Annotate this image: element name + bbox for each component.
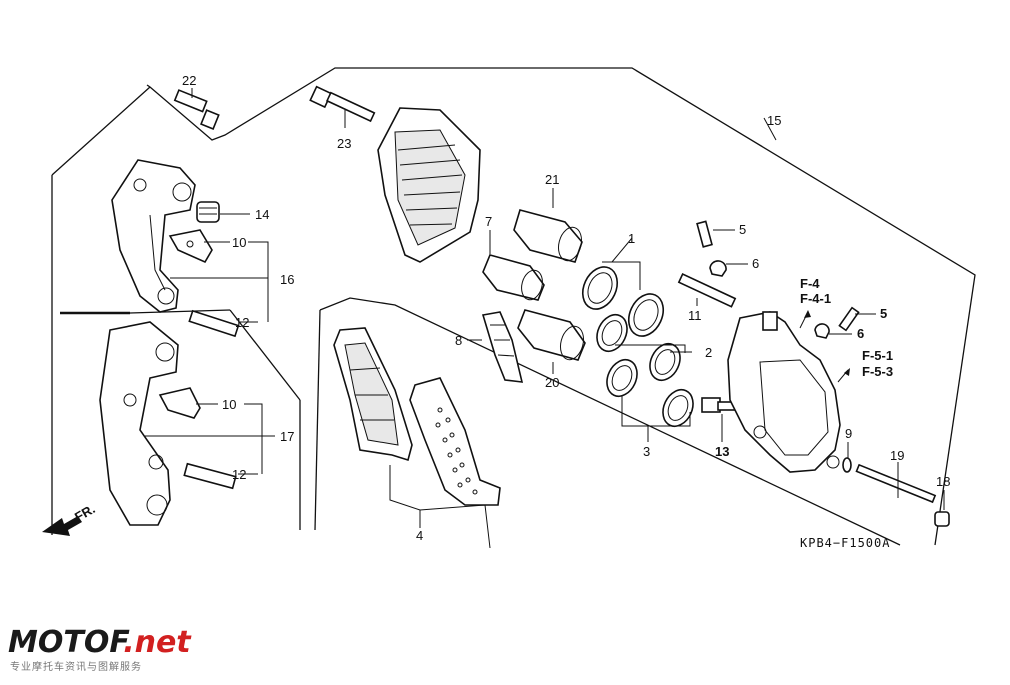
pin-12-lower	[183, 462, 237, 490]
piston-21	[513, 209, 583, 263]
bolt-22	[173, 89, 220, 131]
ref-arrows	[799, 310, 850, 383]
piston-7	[482, 254, 545, 301]
clip-10-lower	[158, 387, 201, 419]
callout-8: 8	[455, 333, 462, 348]
callout-labels: 22 23 15 21 7 14 10 16 12 10 17 12 8 20 …	[182, 73, 950, 543]
piston-20	[517, 309, 586, 361]
clip-10-upper	[168, 229, 213, 264]
callout-6-upper: 6	[752, 256, 759, 271]
callout-11: 11	[688, 308, 702, 323]
caliper-cover	[377, 107, 481, 263]
ref-f5-1: F-5-1	[862, 348, 893, 363]
bolt-13	[701, 397, 737, 413]
seal-set-3	[606, 358, 694, 428]
callout-10-lower: 10	[222, 397, 236, 412]
callout-16: 16	[280, 272, 294, 287]
bracket-upper	[111, 159, 196, 313]
cap-6-upper	[709, 260, 727, 277]
callout-23: 23	[337, 136, 351, 151]
callout-18: 18	[936, 474, 950, 489]
callout-9: 9	[845, 426, 852, 441]
pin-12-upper	[188, 309, 240, 338]
cap-6-lower	[814, 323, 830, 339]
front-arrow: FR.	[42, 501, 98, 536]
callout-19: 19	[890, 448, 904, 463]
assembly-outline	[51, 67, 976, 546]
leader-lines	[145, 88, 945, 549]
callout-22: 22	[182, 73, 196, 88]
brake-pad-4a	[333, 327, 413, 462]
callout-5-upper: 5	[739, 222, 746, 237]
diagram-code: KPB4−F1500A	[800, 536, 890, 550]
ref-f5-3: F-5-3	[862, 364, 893, 379]
callout-13: 13	[715, 444, 729, 459]
bleeder-5-lower	[838, 306, 860, 332]
callout-3: 3	[643, 444, 650, 459]
callout-15: 15	[767, 113, 781, 128]
callout-12-lower: 12	[232, 467, 246, 482]
callout-17: 17	[280, 429, 294, 444]
callout-21: 21	[545, 172, 559, 187]
pin-11	[677, 272, 737, 308]
callout-20: 20	[545, 375, 559, 390]
callout-1: 1	[628, 231, 635, 246]
pin-19	[855, 463, 937, 504]
reference-labels: F-4 F-4-1 F-5-1 F-5-3	[800, 276, 893, 379]
seal-set-1	[581, 266, 665, 337]
callout-4: 4	[416, 528, 423, 543]
callout-6-lower: 6	[857, 326, 864, 341]
watermark-tagline: 专业摩托车资讯与图解服务	[10, 660, 142, 673]
callout-2: 2	[705, 345, 712, 360]
ref-f4: F-4	[800, 276, 820, 291]
watermark-logo: MOTOF.net 专业摩托车资讯与图解服务	[8, 625, 192, 673]
callout-5-lower: 5	[880, 306, 887, 321]
bracket-lower	[99, 321, 179, 526]
callout-10-upper: 10	[232, 235, 246, 250]
washer-9	[842, 457, 852, 473]
pad-spring-8	[481, 311, 524, 383]
watermark-brand: MOTOF.net	[8, 625, 192, 660]
nut-18	[934, 511, 950, 527]
brake-pad-4b	[409, 377, 501, 506]
ref-f4-1: F-4-1	[800, 291, 831, 306]
bleeder-5-upper	[696, 220, 713, 248]
caliper-body	[727, 311, 841, 473]
callout-14: 14	[255, 207, 269, 222]
nut-14	[196, 201, 220, 223]
callout-12-upper: 12	[235, 315, 249, 330]
callout-7: 7	[485, 214, 492, 229]
bolt-23	[309, 85, 376, 123]
